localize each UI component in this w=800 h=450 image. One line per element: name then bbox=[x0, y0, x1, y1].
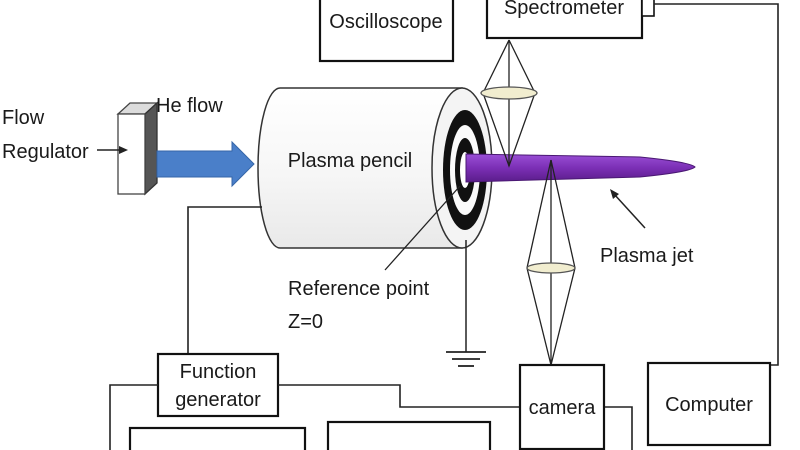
he-flow-label: He flow bbox=[156, 95, 223, 117]
wire-function-generator-left bbox=[109, 384, 158, 450]
flow-regulator bbox=[116, 101, 159, 196]
bottom-box-left bbox=[128, 426, 307, 450]
function-generator-label-line2: generator bbox=[175, 389, 261, 411]
flow-regulator-label-line2: Regulator bbox=[2, 141, 89, 163]
plasma-jet bbox=[465, 153, 696, 183]
reference-point-pointer bbox=[384, 185, 461, 271]
oscilloscope-box: Oscilloscope bbox=[318, 0, 455, 63]
camera-box: camera bbox=[518, 363, 606, 450]
flow-regulator-label-line1: Flow bbox=[2, 107, 45, 129]
lens-icon bbox=[480, 86, 538, 100]
camera-label: camera bbox=[529, 397, 597, 419]
ground-symbol-icon bbox=[446, 240, 486, 367]
bottom-box-middle bbox=[326, 420, 492, 450]
wire-function-generator-camera bbox=[278, 384, 520, 408]
spectrometer-optical-path bbox=[480, 39, 538, 168]
computer-box: Computer bbox=[646, 361, 772, 447]
spectrometer-label: Spectrometer bbox=[504, 0, 624, 19]
plasma-jet-label: Plasma jet bbox=[600, 245, 694, 267]
wire-spectrometer-computer bbox=[654, 3, 779, 366]
oscilloscope-label: Oscilloscope bbox=[329, 11, 442, 33]
plasma-pencil-cylinder bbox=[257, 87, 493, 249]
wire-function-generator-pencil bbox=[187, 206, 262, 354]
reference-point-label: Reference point bbox=[288, 278, 430, 300]
spectrometer-box: Spectrometer bbox=[485, 0, 655, 40]
reference-point-z-label: Z=0 bbox=[288, 311, 323, 333]
function-generator-box: Function generator bbox=[156, 352, 280, 418]
plasma-jet-pointer bbox=[610, 189, 646, 229]
computer-label: Computer bbox=[665, 394, 753, 416]
arrow-right-icon bbox=[97, 146, 128, 154]
camera-optical-path bbox=[526, 159, 576, 366]
function-generator-label-line1: Function bbox=[180, 361, 257, 383]
lens-icon bbox=[526, 262, 576, 274]
he-flow-arrow bbox=[156, 140, 255, 188]
plasma-pencil-label: Plasma pencil bbox=[288, 150, 413, 172]
